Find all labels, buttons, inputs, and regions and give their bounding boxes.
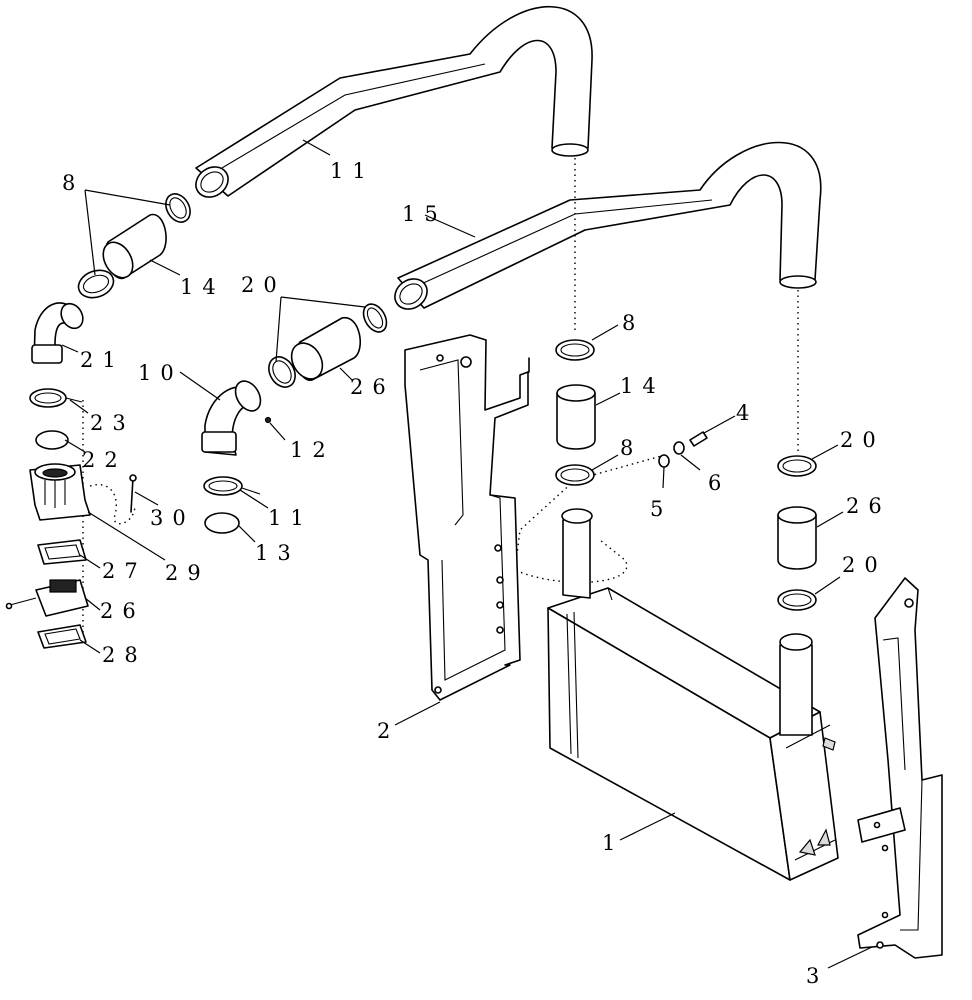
callout-8: 8 [620,436,642,460]
hose-14-center [556,384,596,450]
air-tube-18 [195,5,593,198]
callout-11: 11 [268,506,313,530]
callout-21: 21 [80,348,125,372]
hose-clamp-20-right-upper [777,455,817,477]
callout-28: 28 [102,643,147,667]
callout-6: 6 [708,471,730,495]
callout-3: 3 [806,964,828,988]
gasket-28-upper [37,539,87,565]
callout-15: 15 [402,202,447,226]
hose-clamp-8-lower [77,269,115,299]
callout-10: 10 [138,361,183,385]
hose-clamp-8-upper [165,193,191,223]
hose-26-right [777,506,817,570]
hose-26-mid [290,317,362,381]
plug-12 [264,416,272,424]
callout-22: 22 [82,448,127,472]
charge-air-cooler-1 [547,508,839,881]
hose-clamp-20-upper-mid [362,303,388,333]
callout-20: 20 [842,553,887,577]
hose-clamp-20-right-lower [777,589,817,611]
washer-5 [658,454,670,468]
callout-8: 8 [62,171,84,195]
callout-14: 14 [620,374,665,398]
bracket-3 [857,577,943,959]
callout-4: 4 [736,401,758,425]
callout-8: 8 [622,311,644,335]
hose-clamp-11 [203,476,261,496]
callout-23: 23 [90,411,135,435]
alignment-line [89,484,136,525]
callout-1: 1 [602,831,624,855]
callout-18: 11 [330,159,375,183]
o-ring-22 [35,430,69,450]
callout-labels: 11 8 15 14 20 21 10 26 23 12 22 30 11 13… [62,159,891,988]
callout-12: 12 [290,438,335,462]
air-tube-15 [394,141,822,310]
callout-30: 30 [150,506,195,530]
hose-clamp-23 [29,388,83,408]
callout-26: 26 [846,494,891,518]
o-ring-13 [204,512,240,534]
hose-clamp-8-center-lower [555,464,595,486]
hose-clamp-20-lower-mid [268,356,296,388]
bolt-30 [129,474,137,513]
heater-27 [5,579,89,617]
callout-13: 13 [255,541,300,565]
callout-5: 5 [650,497,672,521]
leader-lines [61,139,873,969]
callout-28: 27 [102,559,147,583]
callout-20: 20 [241,273,286,297]
callout-14: 14 [180,275,225,299]
gasket-28-lower [37,624,87,649]
housing-29 [29,463,91,521]
callout-2: 2 [377,719,399,743]
hose-clamp-8-center-upper [555,339,595,361]
callout-20: 20 [840,428,885,452]
bracket-2 [404,334,530,701]
elbow-10 [201,380,262,456]
callout-26: 26 [350,375,395,399]
bolt-4 [689,431,708,447]
callout-27: 26 [100,599,145,623]
elbow-21 [31,302,84,364]
washer-6 [673,441,685,455]
hose-14-left [102,213,167,279]
callout-29: 29 [165,561,210,585]
